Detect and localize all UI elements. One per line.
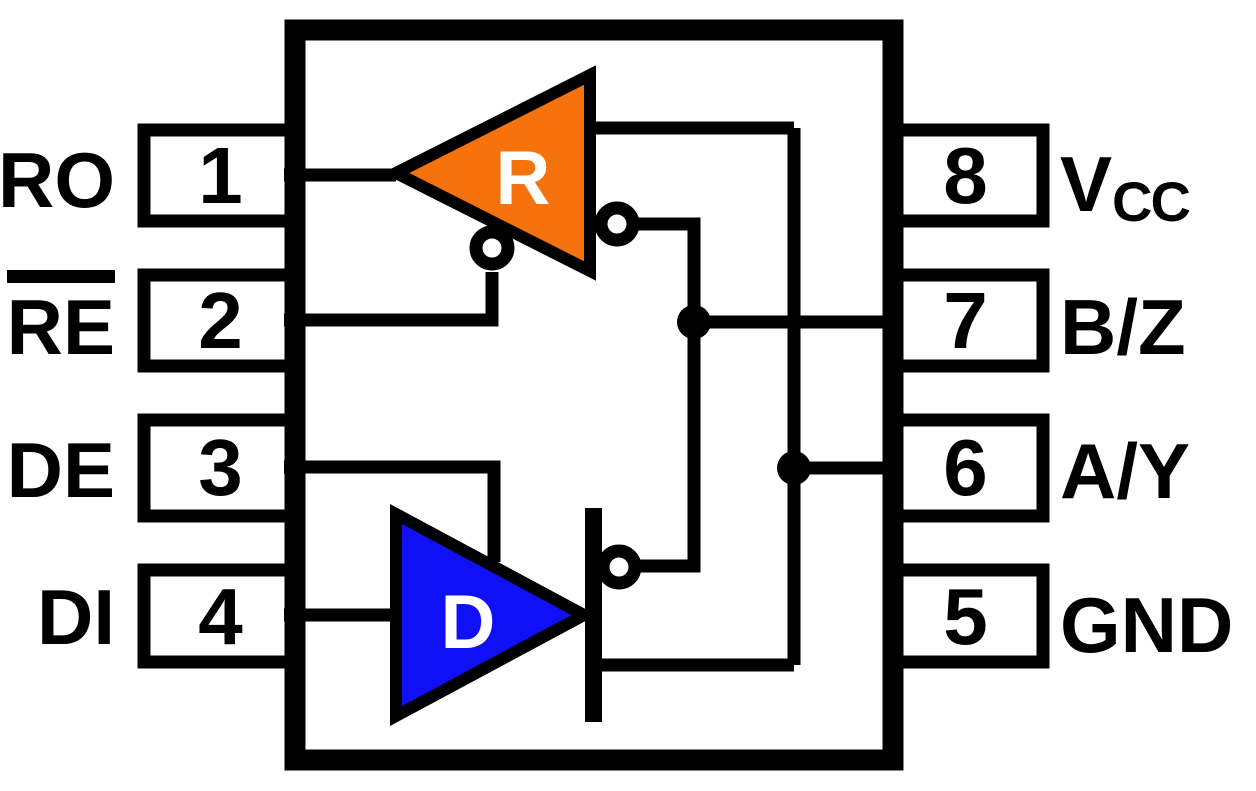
pin-box-2	[137, 268, 304, 373]
receiver-letter: R	[495, 136, 551, 221]
pin-label-gnd: GND	[1060, 581, 1234, 669]
pin-label-vcc: VCC	[1060, 140, 1191, 233]
pin-number-4: 4	[198, 572, 243, 661]
driver-letter: D	[440, 580, 496, 665]
receiver-enable-bubble	[469, 225, 515, 271]
pin-label-bz: B/Z	[1060, 283, 1186, 371]
pin-box-3	[137, 413, 304, 523]
driver-triangle	[390, 503, 597, 727]
pin-number-6: 6	[943, 423, 988, 512]
receiver-triangle	[382, 65, 596, 281]
driver-inverting-output-bubble	[596, 544, 642, 590]
wire-receiver-input-b	[634, 217, 701, 316]
pin-number-1: 1	[198, 131, 243, 220]
pin-label-di: DI	[37, 573, 115, 661]
junction-dot-bz	[677, 305, 711, 339]
pin-number-3: 3	[198, 423, 243, 512]
pin-number-5: 5	[943, 572, 988, 661]
chip-body	[284, 19, 904, 771]
pin-number-8: 8	[943, 131, 988, 220]
receiver-input-b-bubble	[594, 201, 640, 247]
pin-label-ro: RO	[0, 136, 115, 224]
pin-box-1	[137, 123, 304, 228]
wire-re-enable	[284, 272, 499, 327]
vcc-subscript: CC	[1112, 170, 1191, 233]
wire-de-enable	[284, 460, 501, 562]
wire-driver-inverting-out-to-bz	[640, 328, 701, 573]
pin-number-2: 2	[198, 276, 243, 365]
junction-dot-ay	[777, 451, 811, 485]
pin-label-de: DE	[6, 426, 115, 514]
pin-number-7: 7	[943, 276, 988, 365]
pin-label-ay: A/Y	[1060, 427, 1191, 515]
pin-box-6	[882, 413, 1050, 523]
pin-label-re-overline: RE	[6, 270, 115, 371]
